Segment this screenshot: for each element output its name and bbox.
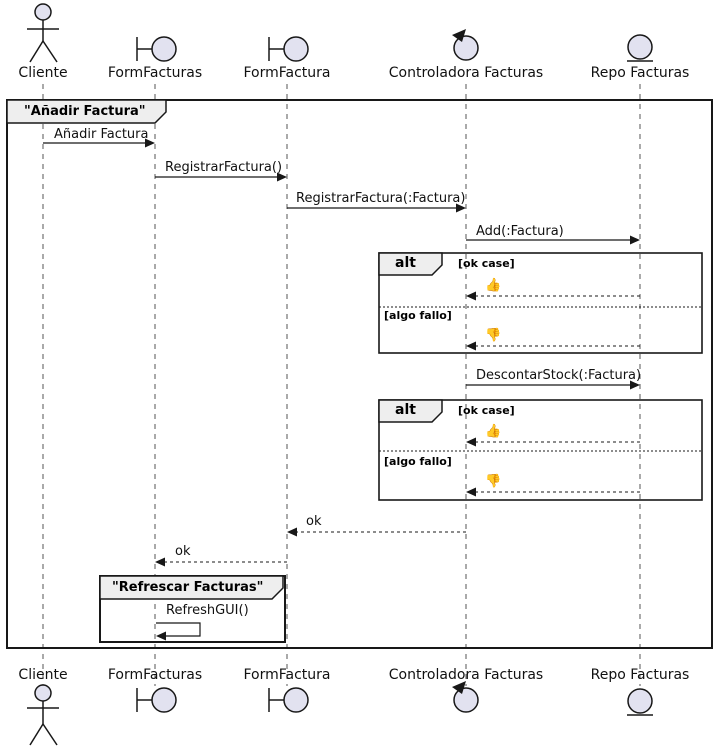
self-message-refreshgui [156,622,201,641]
guard-algo-fallo-1: [algo fallo] [384,309,452,322]
guard-ok-case-2: [ok case] [458,404,515,417]
alt-fragment-1-border [378,252,703,354]
message-label-anadir-factura: Añadir Factura [54,127,149,142]
message-label-registrarfactura: RegistrarFactura() [165,160,283,175]
boundary-icon-formfactura-top [268,36,309,62]
participant-label-controladora-top: Controladora Facturas [388,65,544,81]
participant-label-repo-top: Repo Facturas [590,65,690,81]
main-frame-title: "Añadir Factura" [24,104,146,119]
refresh-frame [99,575,286,643]
message-label-ok-2: ok [175,544,191,559]
sync-message-arrows [43,142,632,386]
alt-fragment-1-operator-tab [378,252,443,276]
message-label-ok-1: ok [306,514,322,529]
actor-icon-bottom [27,684,59,746]
return-message-arrows [163,295,640,563]
main-frame-title-tab [6,99,167,124]
entity-icon-repo-top [627,34,653,62]
participant-label-formfacturas-top: FormFacturas [107,65,203,81]
boundary-icon-formfactura-bottom [268,687,309,713]
participant-label-formfactura-top: FormFactura [243,65,331,81]
alt-fragment-2-border [378,399,703,501]
message-label-descontarstock: DescontarStock(:Factura) [476,368,642,383]
return-arrowheads [155,291,476,567]
participant-label-repo-bottom: Repo Facturas [590,667,690,683]
boundary-icon-formfacturas-bottom [136,687,177,713]
alt-fragment-1 [378,252,703,354]
participant-label-formfacturas-bottom: FormFacturas [107,667,203,683]
actor-icon-top [27,3,59,63]
alt-fragment-2-operator-tab [378,399,443,423]
participant-label-controladora-bottom: Controladora Facturas [388,667,544,683]
refresh-frame-title: "Refrescar Facturas" [112,580,264,595]
control-icon-controladora-top [452,29,479,61]
alt-operator-2: alt [395,402,416,418]
message-label-thumb-down-2: 👎 [485,474,502,489]
participant-label-formfactura-bottom: FormFactura [243,667,331,683]
alt-operator-1: alt [395,255,416,271]
refresh-frame-title-tab [99,575,284,600]
message-label-thumb-down-1: 👎 [485,328,502,343]
control-icon-controladora-bottom [452,681,479,713]
participant-label-cliente-bottom: Cliente [18,667,68,683]
message-label-add-factura: Add(:Factura) [476,224,564,239]
alt-fragment-2 [378,399,703,501]
guard-ok-case-1: [ok case] [458,257,515,270]
message-label-thumb-up-1: 👍 [485,278,502,293]
main-frame-border [6,99,713,649]
sync-arrowheads [145,138,640,390]
guard-algo-fallo-2: [algo fallo] [384,455,452,468]
entity-icon-repo-bottom [627,688,653,716]
participant-label-cliente-top: Cliente [18,65,68,81]
message-label-registrarfactura-param: RegistrarFactura(:Factura) [296,191,466,206]
message-label-thumb-up-2: 👍 [485,424,502,439]
message-label-refreshgui: RefreshGUI() [166,603,249,618]
boundary-icon-formfacturas-top [136,36,177,62]
